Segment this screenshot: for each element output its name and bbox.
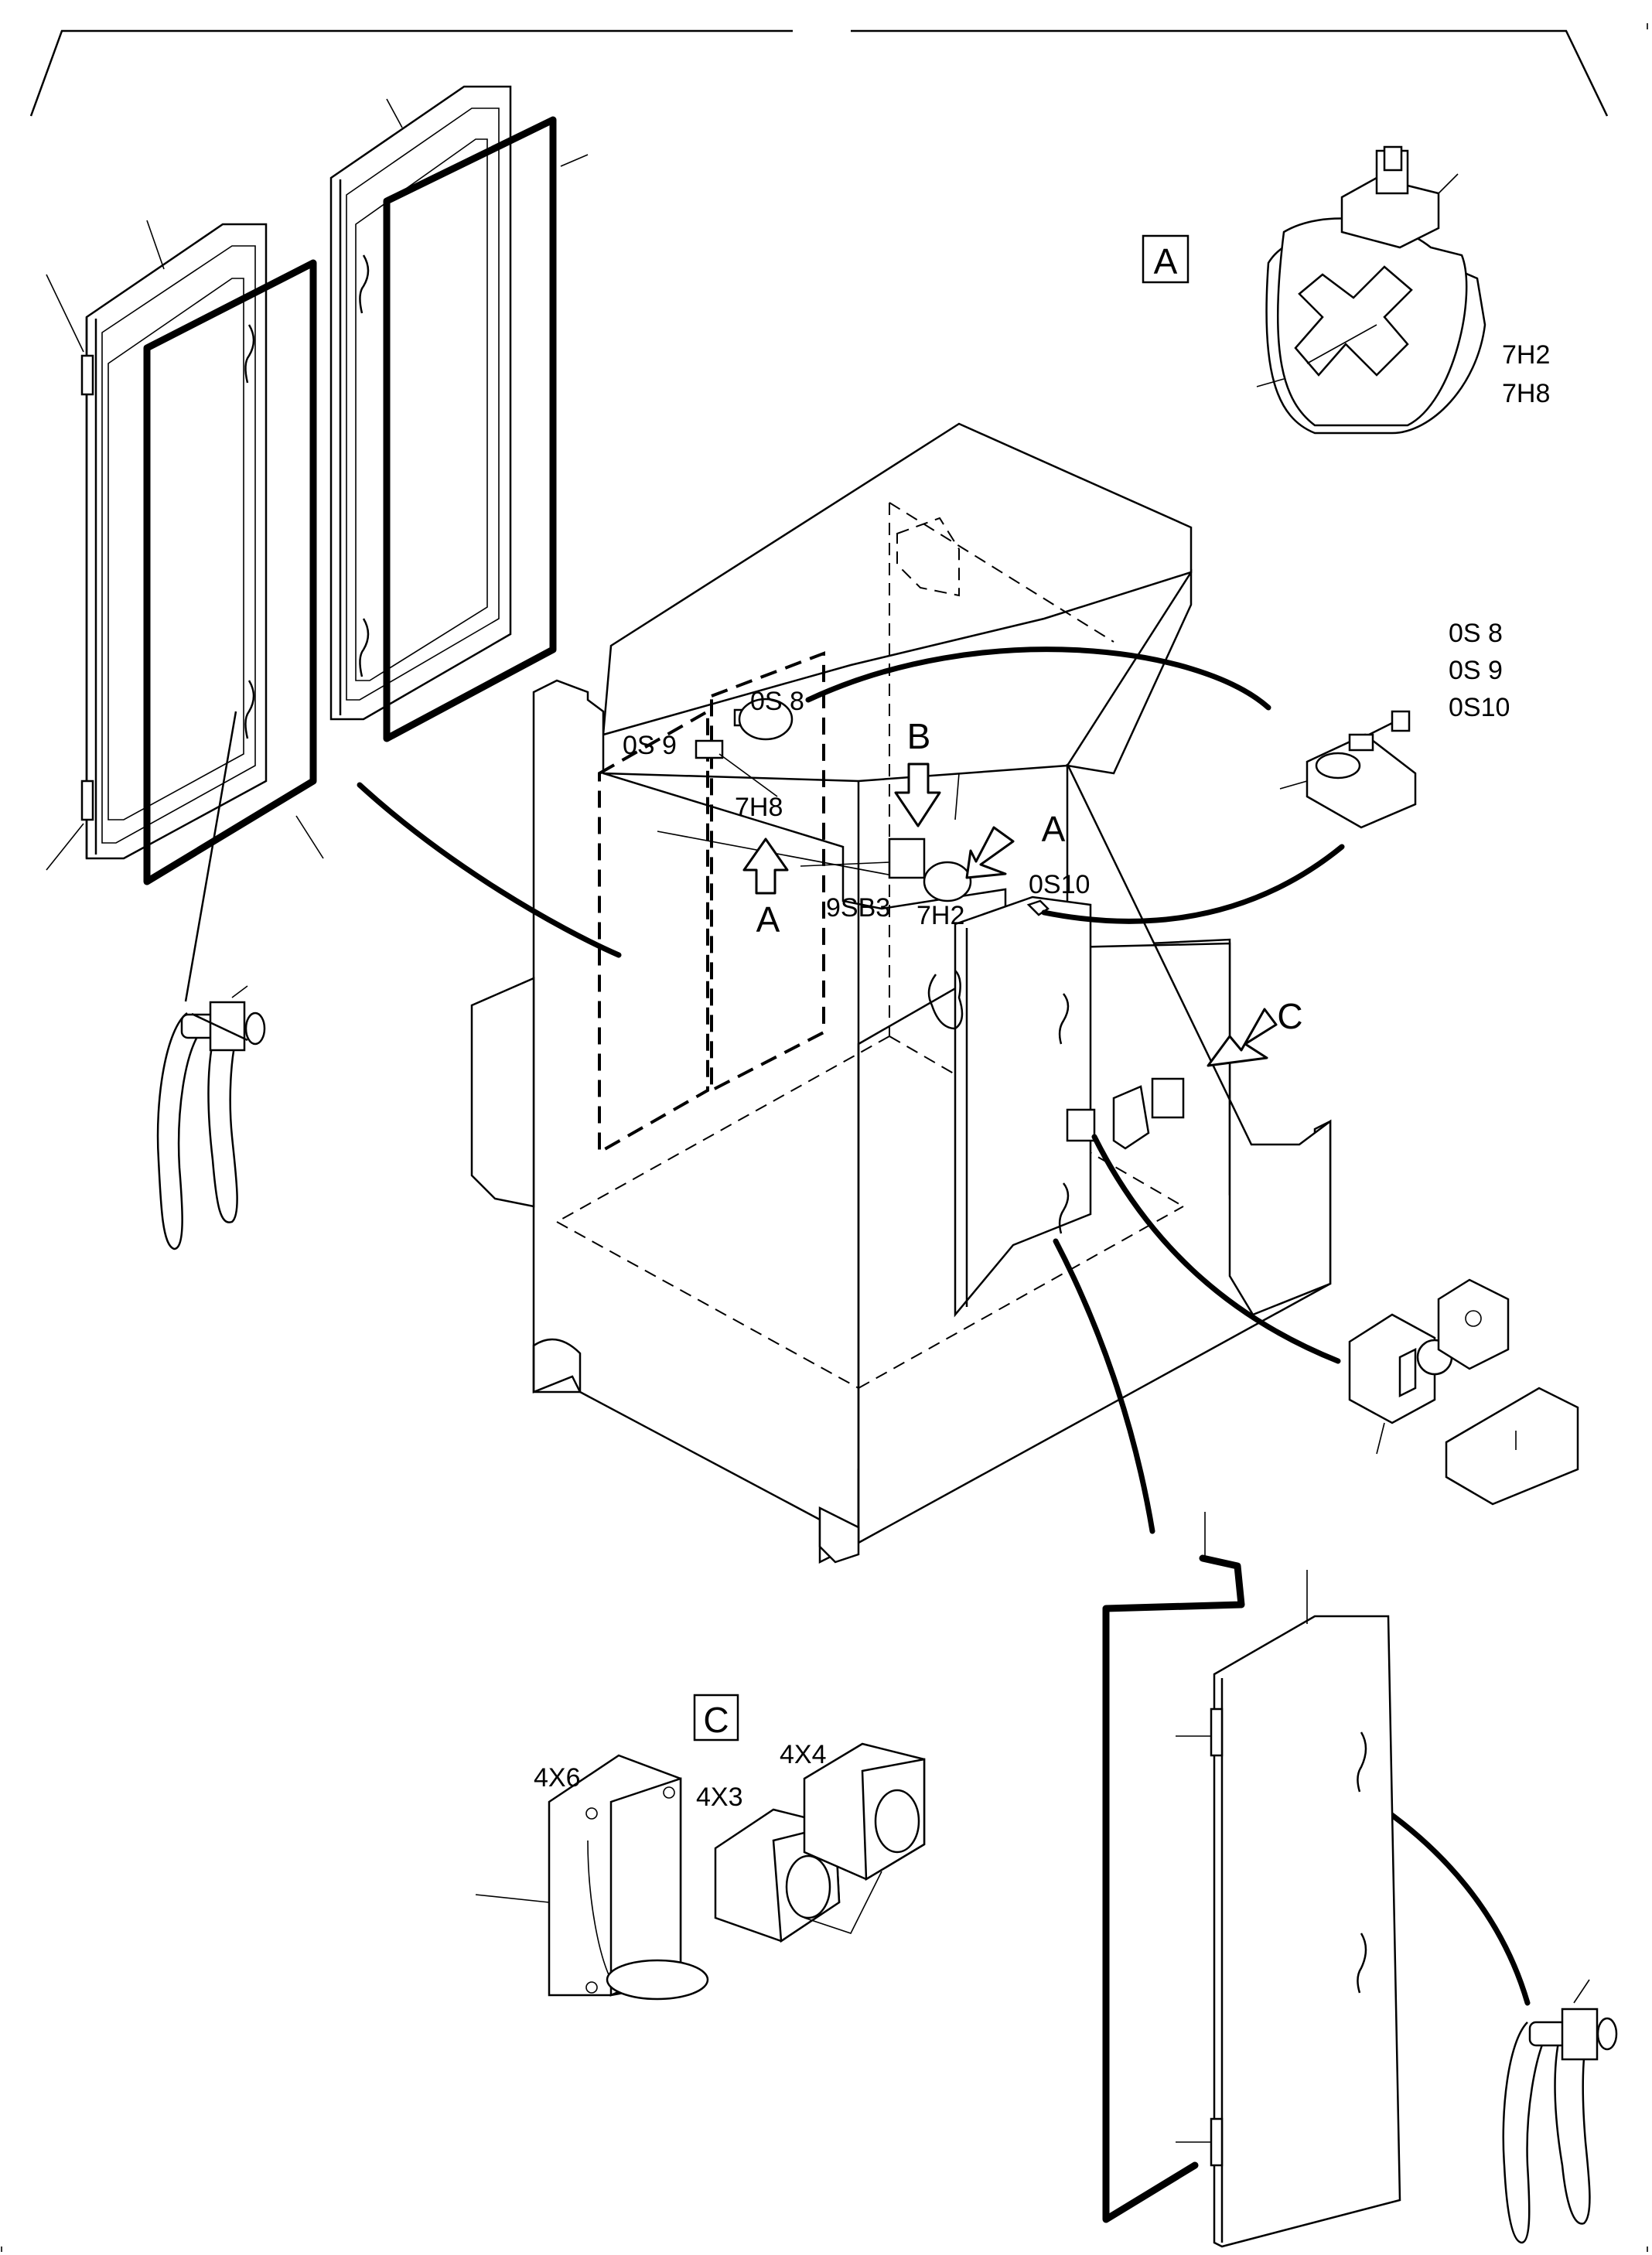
cabinet-right-door bbox=[927, 896, 1092, 1318]
right-door-panel bbox=[1176, 1570, 1401, 2248]
detail-c-letter: C bbox=[703, 1700, 729, 1740]
switch-label-0s9: 0S 9 bbox=[1449, 656, 1503, 685]
detail-a-box bbox=[1142, 234, 1190, 284]
switch-label-0s8: 0S 8 bbox=[1449, 619, 1503, 648]
detail-switch bbox=[1279, 710, 1417, 829]
detail-a-label-7h2: 7H2 bbox=[1502, 340, 1550, 370]
label-4x6: 4X6 bbox=[534, 1763, 581, 1793]
arrow-b-label: B bbox=[907, 716, 931, 756]
detail-a-letter: A bbox=[1154, 241, 1178, 281]
label-0s9: 0S 9 bbox=[623, 731, 677, 760]
left-door-handle bbox=[156, 985, 266, 1250]
detail-a-label-7h8: 7H8 bbox=[1502, 379, 1550, 408]
label-0s10: 0S10 bbox=[1029, 870, 1090, 899]
left-door-panel bbox=[80, 223, 268, 860]
second-left-door-panel bbox=[329, 85, 512, 721]
arrow-c-label: C bbox=[1277, 996, 1302, 1036]
second-left-door-gasket bbox=[383, 116, 557, 742]
label-7h2: 7H2 bbox=[916, 901, 964, 930]
view-arrows bbox=[742, 762, 1278, 1067]
label-7h8: 7H8 bbox=[735, 793, 783, 822]
right-door-handle bbox=[1502, 1979, 1618, 2244]
cabinet-leaders bbox=[718, 753, 960, 867]
right-door-gasket bbox=[1102, 1554, 1245, 2223]
detail-socket-switch bbox=[1348, 1278, 1579, 1506]
label-4x4: 4X4 bbox=[780, 1740, 827, 1769]
arrow-a-label-left: A bbox=[756, 899, 780, 940]
detail-c-sockets bbox=[475, 1694, 926, 2001]
cabinet-components bbox=[695, 698, 1185, 1150]
arrow-a-label-right: A bbox=[1042, 809, 1066, 849]
corner-marks bbox=[1, 23, 1648, 2252]
left-door-leaders bbox=[46, 220, 324, 871]
label-0s8: 0S 8 bbox=[750, 687, 804, 716]
left-door-gasket bbox=[143, 259, 317, 885]
left-handle-pointer bbox=[184, 711, 237, 1002]
detail-a-lamp bbox=[1142, 145, 1486, 435]
label-4x3: 4X3 bbox=[696, 1783, 743, 1812]
cabinet-body bbox=[470, 422, 1332, 1564]
top-bracket bbox=[29, 29, 1609, 117]
detail-c-box bbox=[693, 1694, 739, 1742]
switch-label-0s10: 0S10 bbox=[1449, 693, 1510, 722]
label-9sb3: 9SB3 bbox=[826, 893, 890, 923]
second-left-door-leaders bbox=[386, 98, 589, 167]
callout-curves bbox=[357, 646, 1531, 2006]
